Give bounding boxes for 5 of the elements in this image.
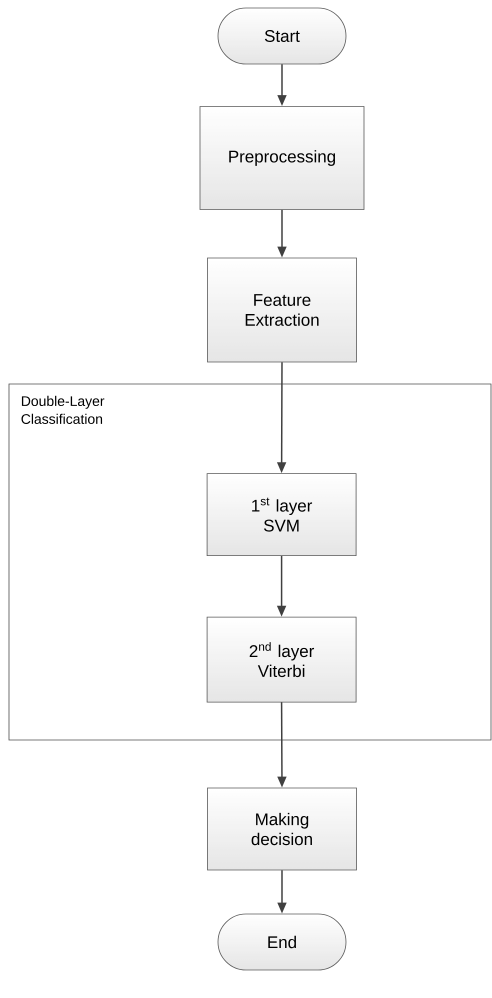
process-box: 2$^{nd}$ layer Viterbi: [206, 616, 356, 702]
process-box: Feature Extraction: [207, 258, 357, 362]
process-box: Preprocessing: [200, 106, 364, 210]
process-box: 1$^{st}$ layer SVM: [206, 473, 356, 556]
process-box: Making decision: [207, 788, 357, 870]
